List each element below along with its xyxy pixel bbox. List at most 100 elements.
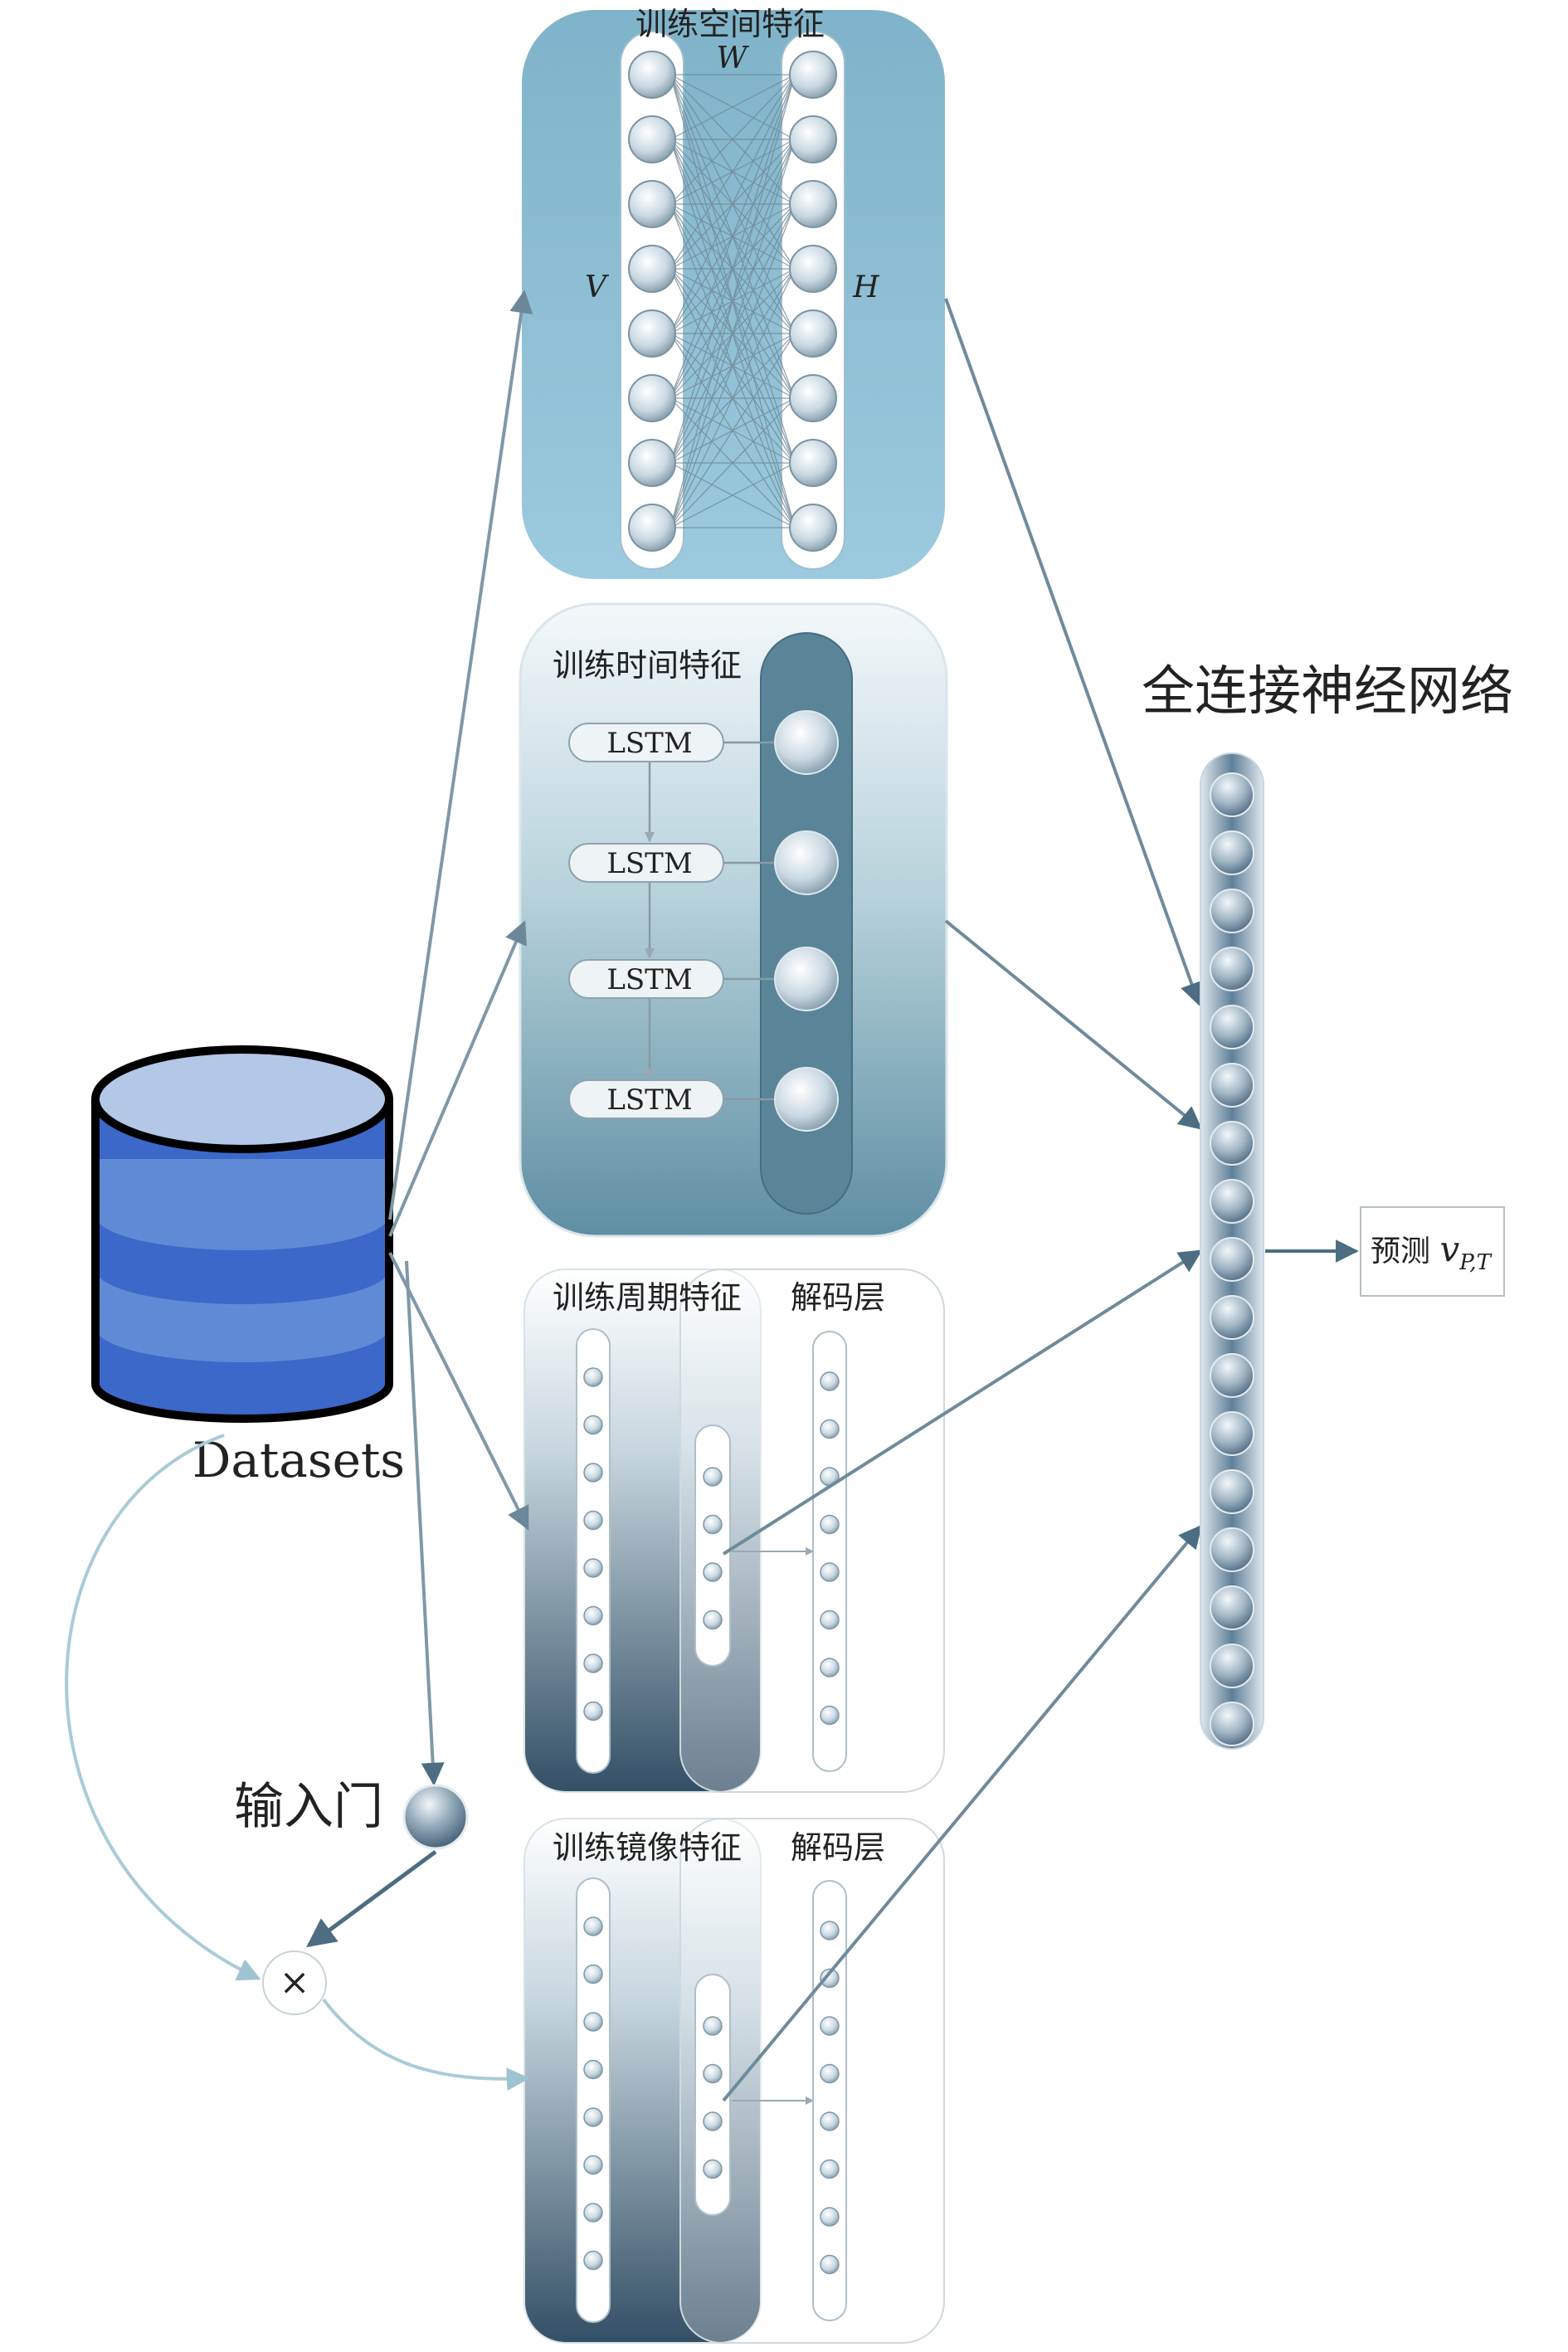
- feature-to-fc-arrows: [722, 298, 1203, 2102]
- spatial-title: 训练空间特征: [635, 6, 825, 42]
- lstm-cell: [568, 959, 724, 999]
- lstm-cell: [568, 723, 724, 762]
- prediction-output: 预测 vP,T: [1360, 1206, 1505, 1297]
- data-flow-arrows: [388, 290, 533, 1786]
- prediction-box: [1360, 1206, 1505, 1297]
- encoder-neuron: [583, 2107, 603, 2127]
- lstm-cell: [568, 1079, 724, 1119]
- input-gate-label: 输入门: [234, 1778, 383, 1836]
- fc-neuron: [1210, 1237, 1254, 1282]
- datasets-database-icon: [91, 1045, 393, 1423]
- lstm-cell-label: LSTM: [606, 847, 692, 880]
- period-decoder-label: 解码层: [791, 1279, 885, 1316]
- hidden-label-h: H: [852, 270, 879, 304]
- fc-neuron: [1210, 1179, 1254, 1224]
- mirror-title: 训练镜像特征: [553, 1829, 742, 1866]
- fc-neurons: [1210, 772, 1254, 1746]
- bottleneck-neuron: [703, 2111, 723, 2131]
- encoder-neuron: [583, 2155, 603, 2175]
- fc-neuron: [1210, 1527, 1254, 1572]
- mirror-module: 训练镜像特征 解码层: [523, 1818, 945, 2344]
- fc-neuron: [1210, 1353, 1254, 1398]
- prediction-prefix: 预测: [1371, 1234, 1439, 1269]
- fc-neuron: [1210, 1702, 1254, 1746]
- multiply-node: [262, 1950, 327, 2015]
- encoder-neuron: [583, 2203, 603, 2223]
- prediction-label: 预测 vP,T: [1371, 1229, 1493, 1275]
- hidden-neuron: [789, 51, 837, 99]
- visible-neuron: [628, 115, 676, 163]
- decoder-neuron: [820, 2254, 840, 2275]
- encoder-neuron: [583, 1415, 603, 1435]
- bottleneck-neuron: [703, 1467, 723, 1487]
- datasets-label: Datasets: [192, 1432, 405, 1488]
- spatial-neurons: [628, 51, 837, 552]
- decoder-neuron: [820, 2063, 840, 2084]
- decoder-neuron: [820, 1609, 840, 1630]
- encoder-neuron: [583, 2012, 603, 2032]
- lstm-cell-label: LSTM: [606, 963, 692, 996]
- encoder-neuron: [583, 1701, 603, 1721]
- lstm-output-node: [774, 830, 839, 895]
- encoder-neuron: [583, 1916, 603, 1936]
- decoder-neuron: [820, 1921, 840, 1941]
- decoder-neuron: [820, 1562, 840, 1582]
- bottleneck-column: [694, 1974, 731, 2216]
- lstm-cells: LSTM LSTM LSTM LSTM: [568, 710, 839, 1132]
- visible-neuron: [628, 245, 676, 293]
- lstm-cell-label: LSTM: [606, 1083, 692, 1117]
- lstm-output-node: [774, 947, 839, 1011]
- visible-neuron: [628, 374, 676, 422]
- fc-neuron: [1210, 1585, 1254, 1630]
- multiply-to-mirror-curve: [322, 1998, 530, 2091]
- lstm-output-column: [760, 632, 853, 1215]
- fc-neuron: [1210, 889, 1254, 933]
- prediction-subscript: P,T: [1458, 1250, 1492, 1275]
- fc-title: 全连接神经网络: [1142, 661, 1513, 723]
- decoder-neuron: [820, 1968, 840, 1989]
- input-gate-node: [402, 1784, 469, 1850]
- fc-neuron: [1210, 1295, 1254, 1340]
- encoder-neuron: [583, 1367, 603, 1387]
- bottleneck-neuron: [703, 1609, 723, 1630]
- visible-label-v: V: [585, 270, 610, 304]
- encoder-neuron: [583, 1964, 603, 1984]
- bottleneck-column: [694, 1424, 731, 1667]
- lstm-output-node: [774, 1067, 839, 1132]
- visible-neuron: [628, 309, 676, 358]
- period-module: 训练周期特征 解码层: [523, 1269, 945, 1793]
- visible-neuron: [628, 504, 676, 552]
- fc-neuron: [1210, 1411, 1254, 1456]
- input-gate: 输入门 ×: [65, 1434, 530, 2091]
- fc-neuron: [1210, 1121, 1254, 1166]
- fc-neuron: [1210, 1643, 1254, 1688]
- decoder-neuron: [820, 1514, 840, 1535]
- encoder-neuron: [583, 1558, 603, 1578]
- decoder-column: [812, 1880, 847, 2321]
- hidden-layer-column: [781, 31, 845, 570]
- spatial-module: 训练空间特征 W V H: [519, 6, 948, 582]
- decoder-neuron: [820, 2159, 840, 2179]
- encoder-neuron: [583, 2059, 603, 2080]
- hidden-neuron: [789, 374, 837, 422]
- decoder-neuron: [820, 1658, 840, 1678]
- weight-connections: [670, 74, 796, 528]
- decoder-column: [812, 1331, 847, 1772]
- hidden-neuron: [789, 439, 837, 487]
- encoder-neuron: [583, 1463, 603, 1483]
- multiply-symbol: ×: [280, 1961, 310, 2004]
- hidden-neuron: [789, 504, 837, 552]
- encoder-neuron: [583, 2250, 603, 2271]
- encoder-neuron: [583, 1510, 603, 1531]
- decoder-neuron: [820, 2111, 840, 2131]
- lstm-cell-label: LSTM: [606, 727, 692, 760]
- decoder-neuron: [820, 1419, 840, 1439]
- decoder-neuron: [820, 2207, 840, 2227]
- bottleneck-neuron: [703, 2063, 723, 2084]
- bottleneck-neuron: [703, 1562, 723, 1582]
- lstm-output-node: [774, 710, 839, 775]
- fc-neuron: [1210, 1063, 1254, 1108]
- fully-connected-network: 全连接神经网络: [1142, 661, 1513, 1750]
